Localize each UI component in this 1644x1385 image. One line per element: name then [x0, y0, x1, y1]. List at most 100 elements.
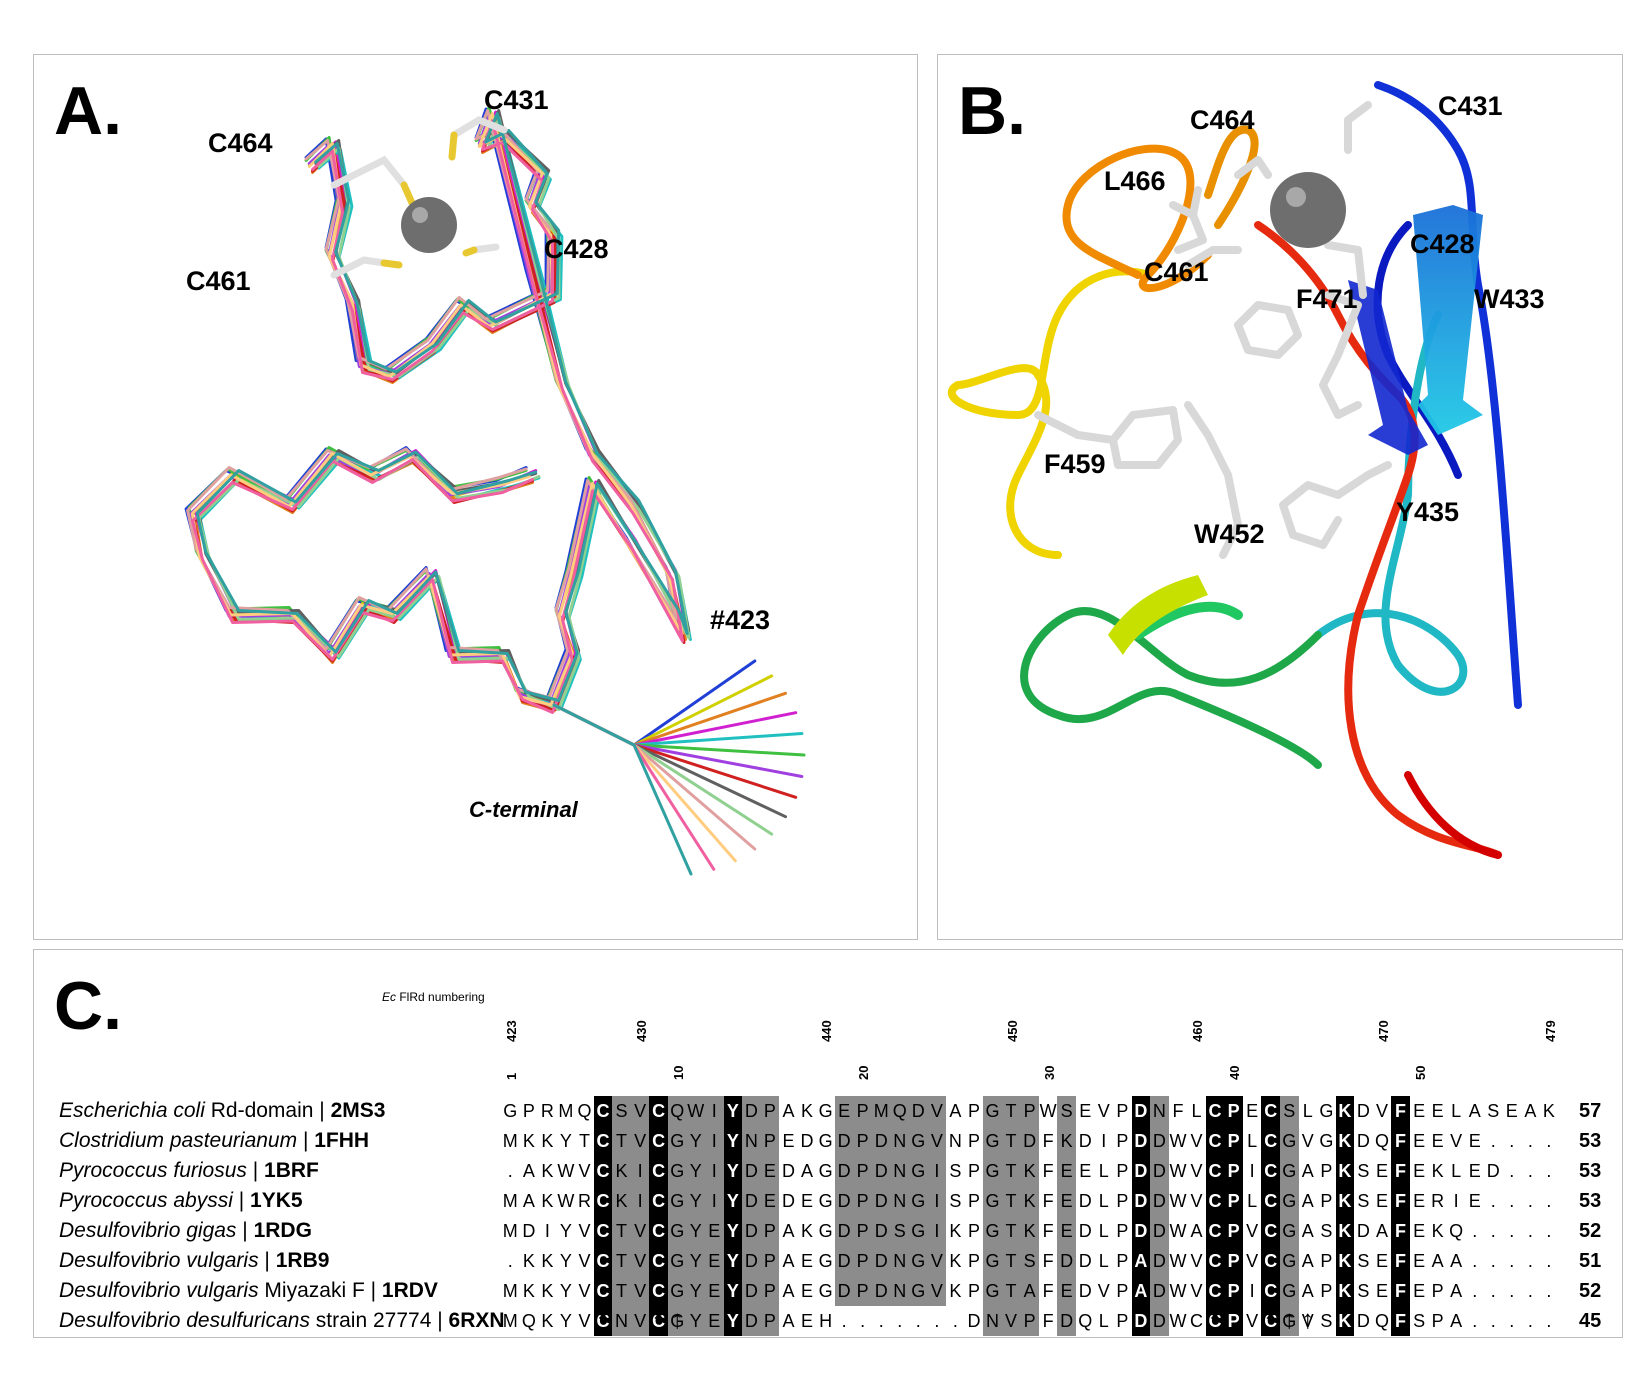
c-terminal-trace	[552, 659, 757, 747]
c-terminal-trace	[552, 703, 716, 871]
residue-cell: D	[834, 1276, 854, 1306]
residue-cell: I	[630, 1186, 650, 1216]
residue-cell: G	[818, 1251, 833, 1271]
residue-cell: D	[1356, 1221, 1370, 1241]
residue-cell: D	[834, 1156, 854, 1186]
residue-cell: .	[1546, 1311, 1552, 1331]
residue-cell: D	[1356, 1131, 1370, 1151]
marker-cell: *	[1209, 1304, 1221, 1334]
residue-cell: .	[1509, 1311, 1515, 1331]
residue-cell: T	[1001, 1096, 1021, 1126]
residue-cell: G	[818, 1161, 833, 1181]
residue-cell: F	[1391, 1126, 1410, 1156]
residue-cell: V	[578, 1251, 591, 1271]
residue-cell: G	[1279, 1246, 1299, 1276]
residue-cell: E	[1413, 1101, 1426, 1121]
residue-cell: K	[1020, 1186, 1039, 1216]
residue-cell: K	[612, 1186, 631, 1216]
residue-cell: M	[502, 1221, 518, 1241]
residue-cell: S	[1057, 1096, 1076, 1126]
residue-cell: P	[853, 1186, 872, 1216]
residue-cell: P	[1320, 1281, 1333, 1301]
residue-cell: V	[1246, 1251, 1259, 1271]
residue-cell: I	[705, 1186, 724, 1216]
residue-cell: .	[1546, 1221, 1552, 1241]
residue-cell: S	[1357, 1191, 1370, 1211]
residue-cell: L	[1098, 1311, 1109, 1331]
residue-cell: W	[1169, 1311, 1187, 1331]
residue-cell: C	[1205, 1276, 1225, 1306]
residue-cell: P	[967, 1281, 980, 1301]
numbering-tick: 50	[1412, 1065, 1428, 1080]
panel-a-structure-image	[184, 106, 806, 876]
residue-cell: C	[593, 1276, 613, 1306]
residue-cell: G	[909, 1216, 928, 1246]
residue-cell: Q	[890, 1096, 910, 1126]
residue-cell: D	[1150, 1126, 1169, 1156]
residue-cell: M	[502, 1281, 518, 1301]
residue-cell: V	[1190, 1191, 1203, 1211]
residue-cell: P	[853, 1126, 872, 1156]
residue-cell: C	[1261, 1306, 1280, 1336]
residue-cell: A	[782, 1281, 795, 1301]
residue-cell: I	[1453, 1191, 1459, 1211]
zinc-ion-sphere	[1270, 172, 1346, 248]
residue-cell: P	[967, 1101, 980, 1121]
residue-cell: T	[1001, 1156, 1021, 1186]
residue-cell: I	[1249, 1281, 1255, 1301]
residue-cell: K	[1335, 1156, 1355, 1186]
residue-cell: E	[1413, 1281, 1426, 1301]
residue-cell: G	[818, 1221, 833, 1241]
residue-cell: T	[1001, 1216, 1021, 1246]
residue-cell: P	[1116, 1131, 1129, 1151]
residue-cell: I	[705, 1096, 724, 1126]
residue-cell: I	[1101, 1131, 1107, 1151]
marker-cell	[1224, 1304, 1243, 1334]
residue-cell: T	[1001, 1126, 1021, 1156]
residue-cell: N	[890, 1156, 910, 1186]
residue-cell: C	[649, 1246, 668, 1276]
residue-cell: V	[578, 1311, 591, 1331]
residue-cell: M	[502, 1311, 518, 1331]
residue-cell: K	[1335, 1246, 1355, 1276]
residue-cell: P	[1431, 1281, 1444, 1301]
residue-cell: V	[927, 1246, 947, 1276]
residue-cell: D	[871, 1126, 891, 1156]
residue-cell: G	[983, 1246, 1002, 1276]
residue-cell: P	[853, 1246, 872, 1276]
residue-cell: A	[782, 1101, 795, 1121]
residue-cell: Y	[559, 1131, 572, 1151]
residue-cell: Y	[686, 1216, 706, 1246]
residue-cell: W	[1169, 1131, 1187, 1151]
residue-cell: V	[1097, 1281, 1110, 1301]
residue-cell: G	[1279, 1126, 1299, 1156]
species-name: Pyrococcus furiosus | 1BRF	[59, 1159, 319, 1182]
residue-cell: T	[612, 1276, 631, 1306]
residue-cell: P	[1224, 1186, 1243, 1216]
residue-cell: N	[890, 1276, 910, 1306]
residue-cell: I	[1249, 1161, 1255, 1181]
residue-cell: P	[1116, 1251, 1129, 1271]
residue-label-423: #423	[710, 605, 771, 635]
residue-cell: L	[1098, 1161, 1109, 1181]
residue-cell: N	[890, 1246, 910, 1276]
marker-cell	[872, 1304, 891, 1334]
residue-cell: E	[760, 1186, 780, 1216]
residue-cell: G	[1279, 1276, 1299, 1306]
residue-cell: C	[649, 1306, 668, 1336]
c-terminal-trace	[552, 703, 737, 863]
residue-cell: .	[1490, 1311, 1496, 1331]
residue-cell: P	[967, 1191, 980, 1211]
residue-cell: K	[1335, 1096, 1355, 1126]
residue-cell: G	[909, 1246, 928, 1276]
residue-cell: M	[502, 1131, 518, 1151]
numbering-tick: 460	[1190, 1020, 1206, 1042]
numbering-tick: 40	[1227, 1065, 1243, 1080]
marker-cell	[928, 1304, 947, 1334]
residue-cell: E	[1057, 1156, 1076, 1186]
residue-cell: E	[801, 1281, 814, 1301]
residue-cell: Y	[686, 1186, 706, 1216]
